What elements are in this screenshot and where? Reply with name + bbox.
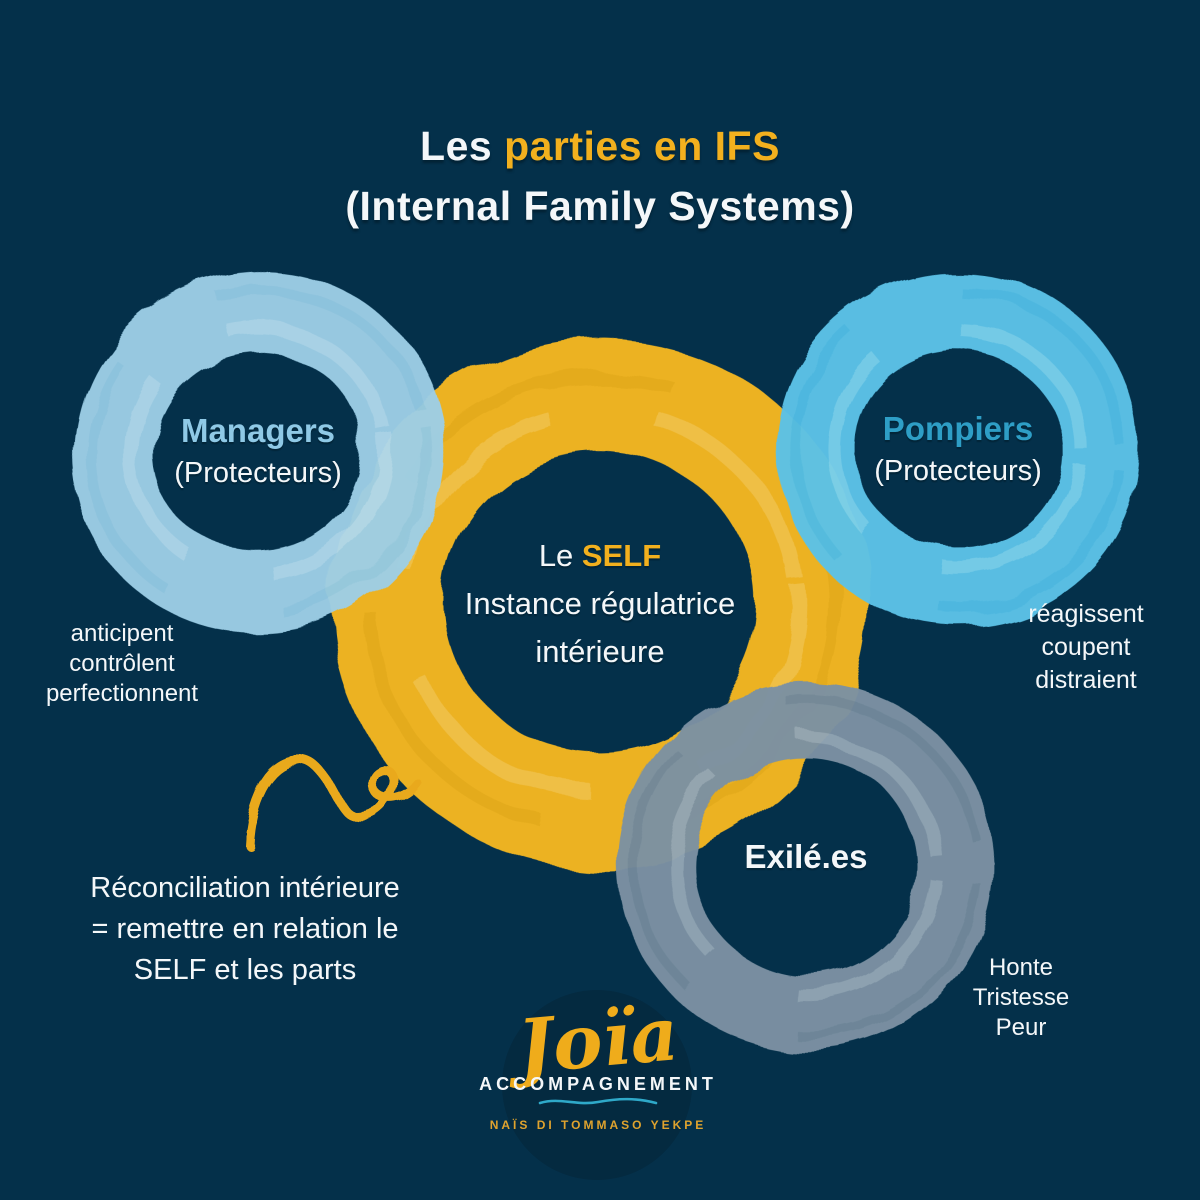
- self-name: SELF: [581, 538, 662, 573]
- title-line1-prefix: Les: [420, 123, 493, 169]
- title-line2: (Internal Family Systems): [345, 183, 855, 229]
- reconciliation-line: SELF et les parts: [133, 954, 357, 986]
- managers-name: Managers: [180, 412, 336, 449]
- managers-label: Managers (Protecteurs): [174, 412, 342, 490]
- exiles-traits: Honte Tristesse Peur: [973, 953, 1069, 1043]
- title-line1: Les parties en IFS: [345, 116, 854, 176]
- managers-trait: perfectionnent: [45, 680, 199, 707]
- managers-subtitle: (Protecteurs): [174, 457, 342, 489]
- self-desc-line1: Instance régulatrice: [464, 586, 736, 621]
- managers-ring: [72, 270, 444, 634]
- self-title-line: Le SELF: [465, 532, 736, 580]
- exiles-trait: Peur: [995, 1014, 1047, 1041]
- pompiers-label: Pompiers (Protecteurs): [874, 410, 1042, 488]
- exiles-name: Exilé.es: [744, 838, 868, 875]
- self-desc-line2: intérieure: [535, 634, 665, 669]
- exiles-ring: [618, 681, 994, 1051]
- squiggle-icon: [245, 758, 427, 851]
- pompiers-trait: distraient: [1035, 666, 1137, 694]
- exiles-trait: Honte: [988, 954, 1054, 981]
- self-label: Le SELF Instance régulatrice intérieure: [465, 532, 736, 676]
- logo-byline: NAÏS DI TOMMASO YEKPE: [489, 1118, 707, 1132]
- managers-trait: anticipent: [70, 620, 174, 647]
- logo-badge: [502, 990, 692, 1180]
- wave-icon: [538, 1097, 658, 1105]
- exiles-trait: Tristesse: [972, 984, 1070, 1011]
- self-prefix: Le: [538, 538, 574, 573]
- managers-trait: contrôlent: [69, 650, 175, 677]
- managers-traits: anticipent contrôlent perfectionnent: [46, 619, 198, 709]
- pompiers-ring: [776, 271, 1140, 627]
- pompiers-subtitle: (Protecteurs): [874, 455, 1042, 487]
- logo-tagline: ACCOMPAGNEMENT: [479, 1074, 717, 1094]
- pompiers-trait: coupent: [1041, 633, 1131, 661]
- reconciliation-line: = remettre en relation le: [91, 913, 399, 945]
- self-ring: [331, 338, 869, 868]
- page-title: Les parties en IFS (Internal Family Syst…: [345, 116, 854, 236]
- title-line1-highlight: parties en IFS: [504, 123, 780, 169]
- reconciliation-line: Réconciliation intérieure: [90, 872, 400, 904]
- reconciliation-note: Réconciliation intérieure = remettre en …: [90, 868, 400, 991]
- pompiers-name: Pompiers: [882, 410, 1034, 447]
- pompiers-traits: réagissent coupent distraient: [1028, 598, 1143, 697]
- pompiers-trait: réagissent: [1028, 600, 1144, 628]
